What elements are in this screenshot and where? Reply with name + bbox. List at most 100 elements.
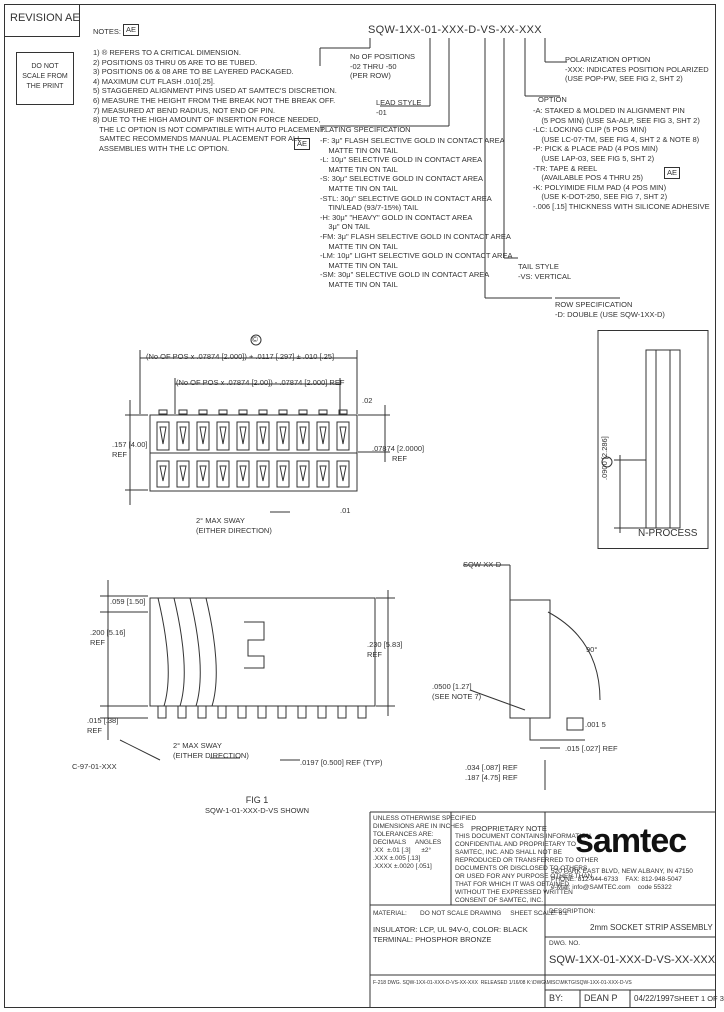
row-spec-callout: ROW SPECIFICATION -D: DOUBLE (USE SQW-1X…	[555, 300, 665, 319]
notes-header: NOTES:	[93, 27, 121, 36]
drawing-date: 04/22/1997	[634, 994, 675, 1003]
tail-pin	[157, 706, 167, 719]
contact-window	[256, 421, 270, 451]
right-view-label: SQW-XX-D	[463, 560, 502, 569]
tail-pin	[197, 706, 207, 719]
contact-spring	[299, 426, 307, 445]
dim-01: .01	[340, 506, 351, 515]
contact-tab	[218, 409, 228, 415]
contact-window	[236, 421, 250, 451]
contact-beam	[157, 597, 169, 707]
right-view-d050: .0500 [1.27] (SEE NOTE 7)	[432, 682, 482, 701]
contact-spring	[179, 465, 187, 482]
dwg-no: SQW-1XX-01-XXX-D-VS-XX-XXX	[549, 954, 716, 966]
contact-tab	[298, 409, 308, 415]
contact-window	[256, 460, 270, 488]
dim-row-pitch: .07874 [2.0000] REF	[372, 444, 425, 463]
dim-02: .02	[362, 396, 373, 405]
contact-spring	[319, 465, 327, 482]
contact-window	[216, 421, 230, 451]
dim-height-left: .157 [4.00] REF	[112, 440, 148, 459]
nprocess-dim: .0900 [2.286]	[600, 436, 609, 480]
contact-window	[296, 421, 310, 451]
contact-spring	[199, 465, 207, 482]
contact-tab	[278, 409, 288, 415]
contact-tab	[198, 409, 208, 415]
dim-230: .230 [5.83] REF	[367, 640, 403, 659]
contact-spring	[239, 426, 247, 445]
tail-pin	[317, 706, 327, 719]
do-not-scale-frame	[16, 52, 74, 105]
contact-window	[316, 421, 330, 451]
tail-pin	[277, 706, 287, 719]
contact-window	[216, 460, 230, 488]
polarization-callout: POLARIZATION OPTION -XXX: INDICATES POSI…	[565, 55, 709, 84]
polarization-mark	[244, 621, 265, 669]
notes-rev-tag: AE	[123, 24, 140, 36]
tail-pin	[297, 706, 307, 719]
right-view-body	[509, 599, 551, 719]
material-label: MATERIAL:	[373, 910, 407, 917]
contact-spring	[299, 465, 307, 482]
contact-beam	[205, 597, 217, 707]
option-header: OPTION	[538, 95, 567, 104]
contact-spring	[319, 426, 327, 445]
critical-dim-symbol: ©	[252, 335, 258, 344]
contact-window	[336, 421, 350, 451]
sheet-number: SHEET 1 OF 3	[674, 994, 724, 1003]
tail-pin	[237, 706, 247, 719]
sway-note-top: 2° MAX SWAY (EITHER DIRECTION)	[196, 516, 272, 535]
contact-tab	[178, 409, 188, 415]
description: 2mm SOCKET STRIP ASSEMBLY	[590, 923, 713, 932]
contact-window	[276, 421, 290, 451]
right-view-d015: .015 [.027] REF	[565, 744, 618, 753]
contact-spring	[279, 426, 287, 445]
no-positions-callout: No OF POSITIONS -02 THRU -50 (PER ROW)	[350, 52, 416, 81]
drawn-by: DEAN P	[584, 993, 618, 1003]
dim-pin-pitch: .0197 [0.500] REF (TYP)	[300, 758, 383, 767]
contact-spring	[339, 426, 347, 445]
dim-015-side: .015 [.38] REF	[87, 716, 119, 735]
contact-spring	[239, 465, 247, 482]
contact-spring	[159, 465, 167, 482]
nprocess-label: N-PROCESS	[638, 528, 698, 539]
contact-spring	[339, 465, 347, 482]
sway-note-side: 2° MAX SWAY (EITHER DIRECTION)	[173, 741, 249, 760]
contact-window	[236, 460, 250, 488]
fig1-caption: FIG 1 SQW-1-01-XXX-D-VS SHOWN	[205, 795, 310, 815]
contact-tab	[318, 409, 328, 415]
tail-pin	[177, 706, 187, 719]
contact-tab	[158, 409, 168, 415]
right-view-angle: 90°	[586, 645, 598, 654]
nprocess-frame	[597, 330, 709, 549]
dim-200: .200 [5.16] REF	[90, 628, 126, 647]
contact-beam	[189, 597, 201, 707]
samtec-logo: samtec	[575, 822, 687, 860]
notes-list: 1) ® REFERS TO A CRITICAL DIMENSION. 2) …	[93, 48, 337, 153]
contact-tab	[238, 409, 248, 415]
contact-window	[176, 421, 190, 451]
contact-part-number: C-97-01-XXX	[72, 762, 117, 771]
contact-window	[196, 460, 210, 488]
contact-window	[176, 460, 190, 488]
material-scale-note: DO NOT SCALE DRAWING SHEET SCALE: 6:1	[420, 910, 568, 917]
contact-spring	[279, 465, 287, 482]
lead-style-callout: LEAD STYLE -01	[376, 98, 422, 117]
dim-pitch-span: (No OF POS x .07874 [2.00]) - .07874 [2.…	[176, 378, 345, 387]
contact-spring	[259, 426, 267, 445]
tail-pin	[337, 706, 347, 719]
contact-window	[316, 460, 330, 488]
contact-spring	[219, 426, 227, 445]
contact-beam	[173, 597, 185, 707]
option-list: -A: STAKED & MOLDED IN ALIGNMENT PIN (5 …	[533, 106, 710, 211]
revision-box-frame	[4, 4, 80, 37]
material-spec: INSULATOR: LCP, UL 94V-0, COLOR: BLACK T…	[373, 925, 528, 944]
dwg-no-label: DWG. NO.	[549, 940, 581, 947]
contact-window	[196, 421, 210, 451]
plating-header: PLATING SPECIFICATION	[320, 125, 411, 134]
contact-window	[336, 460, 350, 488]
revision-label: REVISION AE	[10, 12, 80, 24]
contact-spring	[199, 426, 207, 445]
option-rev-tag: AE	[664, 167, 681, 179]
